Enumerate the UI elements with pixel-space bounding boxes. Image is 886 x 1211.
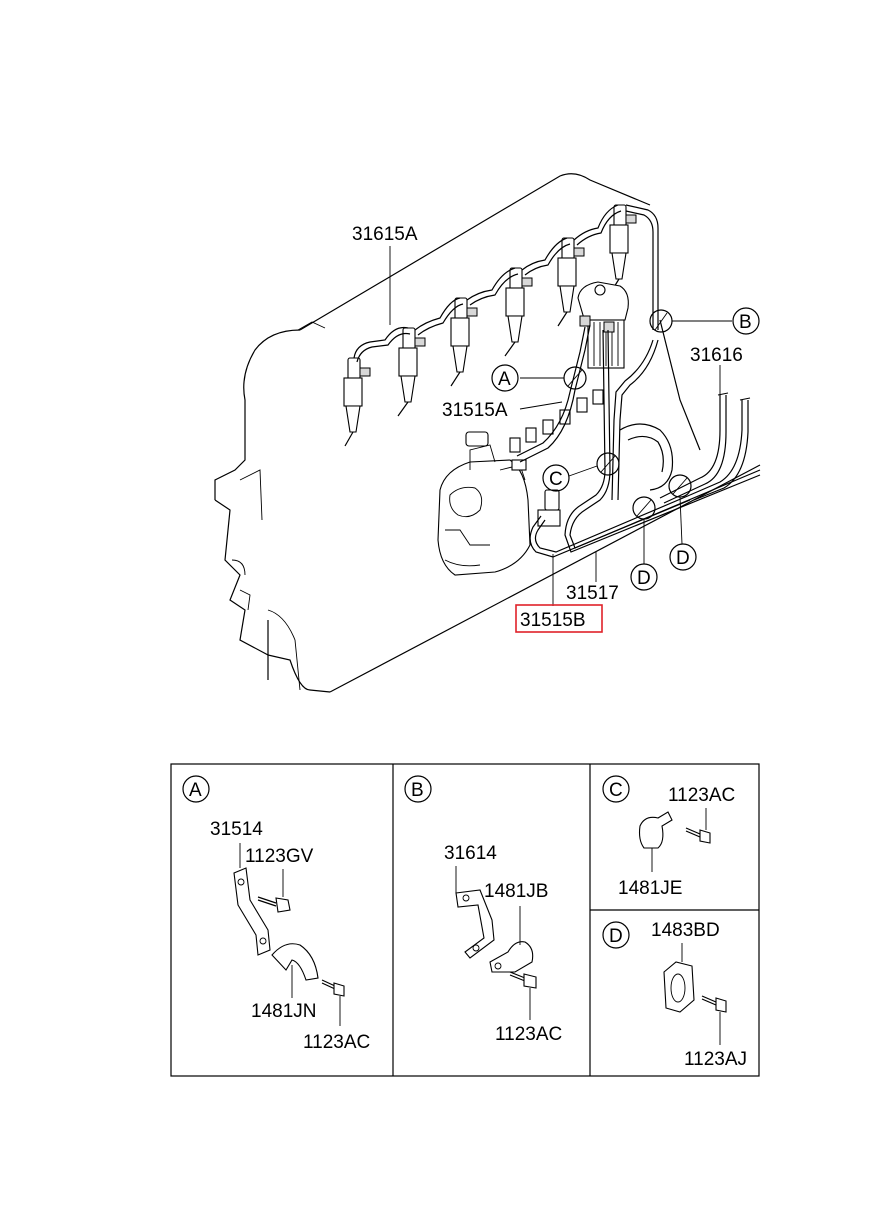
label-pipe-b: 31515B xyxy=(520,610,586,631)
leader-lines xyxy=(389,246,732,606)
detail-d-letter: D xyxy=(609,926,623,947)
injector-6 xyxy=(609,204,637,293)
detail-c-clamp-label: 1481JE xyxy=(618,878,682,899)
callout-b: B xyxy=(739,312,752,333)
main-labels: 31615A 31616 31515A 31517 31515B xyxy=(352,224,743,633)
clamp-markers xyxy=(563,309,692,520)
label-pipe-c: 31517 xyxy=(566,583,619,604)
label-pipe-a: 31515A xyxy=(442,400,508,421)
detail-a-bolt-top-label: 1123GV xyxy=(245,846,314,867)
detail-d-bolt-label: 1123AJ xyxy=(684,1049,747,1070)
bolt-1123gv xyxy=(257,896,291,913)
detail-d-clamp-label: 1483BD xyxy=(651,920,720,941)
bolt-1123aj xyxy=(701,995,727,1013)
label-injector: 31615A xyxy=(352,224,418,245)
injector-1 xyxy=(343,357,371,447)
highlight-box xyxy=(515,604,603,633)
engine-block xyxy=(214,173,761,693)
injector-3 xyxy=(450,297,478,387)
detail-c-letter: C xyxy=(609,780,623,801)
bracket-31514 xyxy=(233,867,271,956)
detail-a: A 31514 1123GV 1481JN 1123AC xyxy=(182,775,370,1053)
detail-b-bolt-label: 1123AC xyxy=(495,1024,562,1045)
detail-d: D 1483BD 1123AJ xyxy=(602,920,747,1070)
detail-panel xyxy=(170,763,760,1077)
callout-d2: D xyxy=(676,548,690,569)
detail-b-bracket-label: 31614 xyxy=(444,843,497,864)
clamp-1481jb xyxy=(489,941,534,973)
detail-a-letter: A xyxy=(189,780,202,801)
detail-c: C 1123AC 1481JE xyxy=(602,775,735,899)
injector-2 xyxy=(397,327,426,417)
clamp-1481jn xyxy=(271,943,319,981)
callout-a: A xyxy=(498,369,511,390)
clamp-1481je xyxy=(638,811,673,849)
injector-5 xyxy=(557,237,585,327)
clamp-1483bd xyxy=(663,961,695,1013)
callout-c: C xyxy=(549,469,563,490)
detail-b: B 31614 1481JB 1123AC xyxy=(404,775,562,1045)
clamp-marker-c xyxy=(596,452,620,476)
bolt-1123ac-c xyxy=(685,827,711,844)
detail-a-bolt-bottom-label: 1123AC xyxy=(303,1032,370,1053)
detail-a-bracket-label: 31514 xyxy=(210,819,263,840)
detail-c-bolt-label: 1123AC xyxy=(668,785,735,806)
gear-housing xyxy=(619,423,674,491)
bracket-31614 xyxy=(455,889,495,959)
callout-d1: D xyxy=(637,568,651,589)
fuel-filter xyxy=(577,281,629,369)
bolt-1123ac-b xyxy=(509,971,537,989)
label-return-hose: 31616 xyxy=(690,345,743,366)
detail-b-letter: B xyxy=(411,780,424,801)
detail-b-clamp-label: 1481JB xyxy=(484,881,548,902)
injector-return-line xyxy=(353,204,659,501)
injector-4 xyxy=(504,267,533,357)
bolt-1123ac-a xyxy=(321,979,345,997)
callout-letters: A B C D D xyxy=(491,307,760,591)
detail-a-clamp-label: 1481JN xyxy=(251,1001,317,1022)
